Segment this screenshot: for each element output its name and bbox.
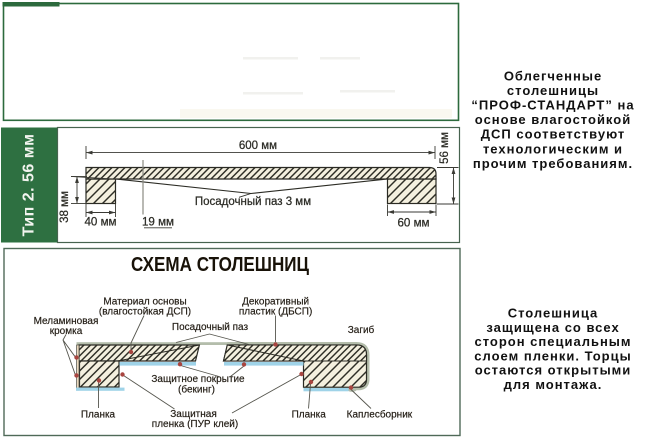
svg-text:прочим требованиям.: прочим требованиям. <box>473 156 633 171</box>
svg-text:Посадочный паз 3 мм: Посадочный паз 3 мм <box>195 196 311 208</box>
svg-text:сторон специальным: сторон специальным <box>474 334 631 349</box>
svg-text:защищена со всех: защищена со всех <box>486 320 619 335</box>
svg-text:56 мм: 56 мм <box>439 132 451 164</box>
svg-text:Декоративный: Декоративный <box>242 296 309 307</box>
svg-text:40 мм: 40 мм <box>84 216 116 229</box>
svg-text:пленка (ПУР клей): пленка (ПУР клей) <box>152 419 238 430</box>
svg-text:(влагостойкая ДСП): (влагостойкая ДСП) <box>99 306 191 317</box>
svg-text:кромка: кромка <box>50 326 83 337</box>
svg-text:(бекинг): (бекинг) <box>178 384 215 396</box>
svg-text:Меламиновая: Меламиновая <box>34 316 99 327</box>
svg-text:Столешница: Столешница <box>508 306 599 321</box>
svg-text:Каплесборник: Каплесборник <box>347 409 413 421</box>
svg-text:Посадочный паз: Посадочный паз <box>172 322 249 333</box>
svg-text:Материал основы: Материал основы <box>103 296 186 307</box>
svg-text:технологическим и: технологическим и <box>483 141 623 156</box>
svg-text:основе влагостойкой: основе влагостойкой <box>475 112 631 127</box>
svg-text:600 мм: 600 мм <box>239 140 277 152</box>
svg-text:пластик (ДБСП): пластик (ДБСП) <box>239 306 312 317</box>
svg-text:Планка: Планка <box>292 410 327 421</box>
svg-text:19 мм: 19 мм <box>142 216 174 229</box>
svg-text:для монтажа.: для монтажа. <box>504 377 603 392</box>
svg-text:ДСП соответствуют: ДСП соответствуют <box>481 127 625 142</box>
svg-text:Загиб: Загиб <box>348 324 375 336</box>
svg-text:“ПРОФ-СТАНДАРТ” на: “ПРОФ-СТАНДАРТ” на <box>471 98 634 113</box>
svg-text:Тип 2. 56 мм: Тип 2. 56 мм <box>21 134 38 237</box>
svg-text:Защитное покрытие: Защитное покрытие <box>151 374 245 385</box>
svg-text:Защитная: Защитная <box>170 409 217 420</box>
svg-text:38 мм: 38 мм <box>59 191 71 223</box>
svg-text:Планка: Планка <box>81 410 116 421</box>
svg-text:слоем пленки. Торцы: слоем пленки. Торцы <box>474 348 631 363</box>
svg-text:60 мм: 60 мм <box>397 217 429 230</box>
svg-text:Облегченные: Облегченные <box>504 69 602 84</box>
svg-text:СХЕМА СТОЛЕШНИЦ: СХЕМА СТОЛЕШНИЦ <box>131 254 309 276</box>
svg-text:столешницы: столешницы <box>507 83 599 98</box>
svg-text:остаются открытыми: остаются открытыми <box>475 363 632 378</box>
